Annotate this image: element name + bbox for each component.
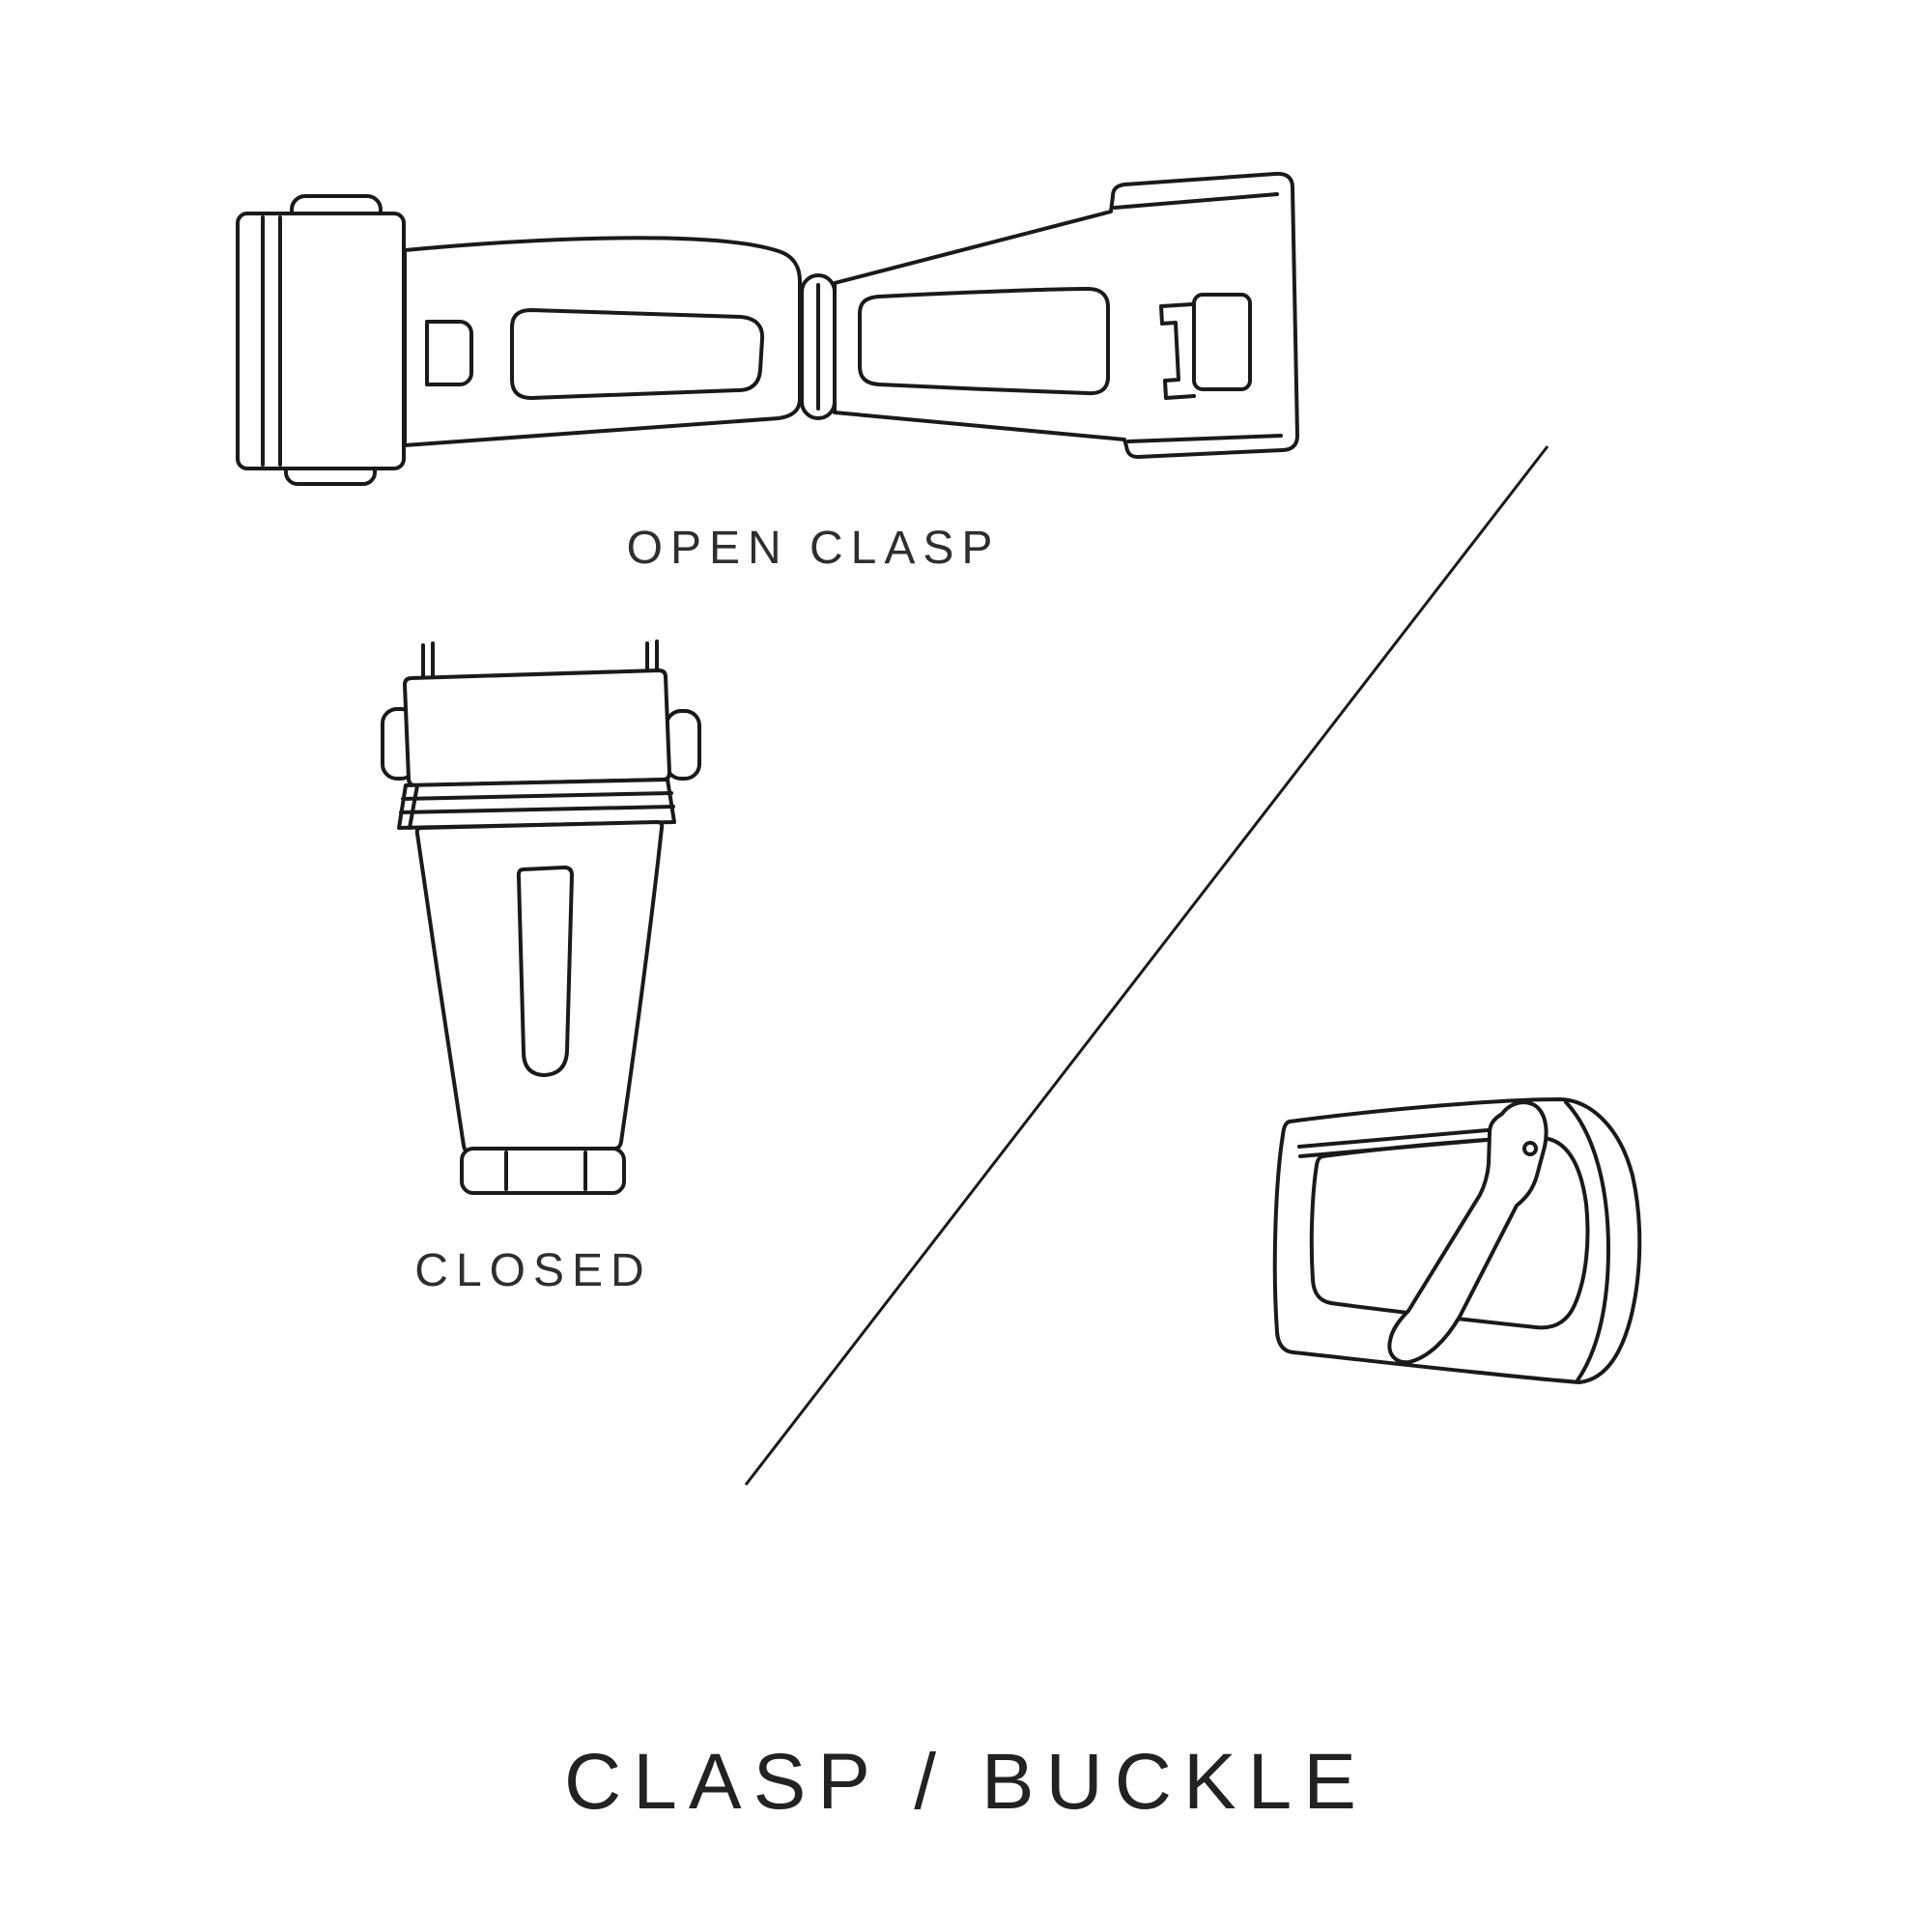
buckle-drawing <box>1272 1097 1642 1384</box>
closed-clasp-drawing <box>381 639 701 1195</box>
open-clasp-figure <box>222 159 1304 493</box>
open-clasp-label: OPEN CLASP <box>626 523 1001 574</box>
open-clasp-drawing <box>236 171 1299 486</box>
page-title: CLASP / BUCKLE <box>564 1738 1368 1826</box>
closed-clasp-figure <box>377 638 705 1217</box>
buckle-figure <box>1241 1087 1657 1435</box>
closed-clasp-label: CLOSED <box>414 1245 652 1296</box>
